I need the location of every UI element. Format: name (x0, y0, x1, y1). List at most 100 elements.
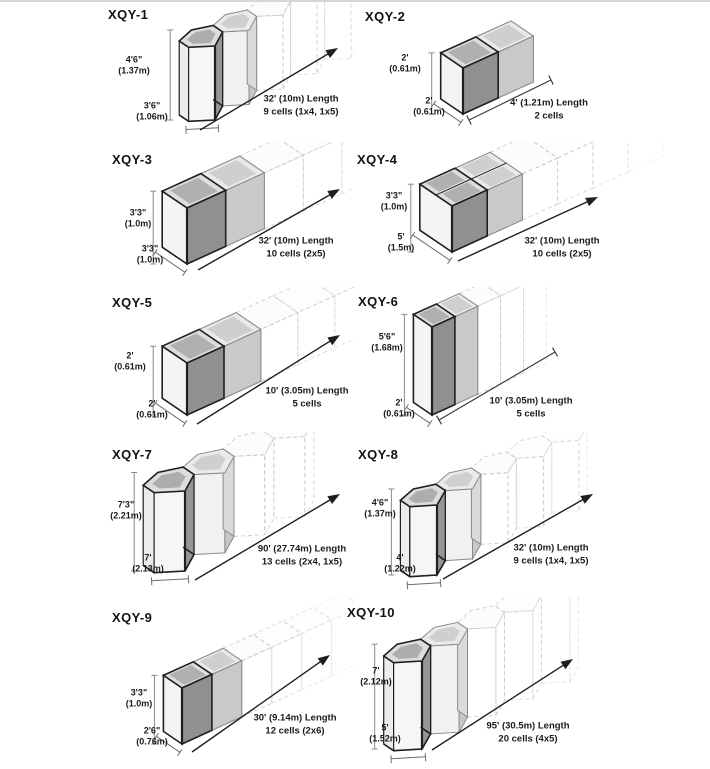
length-arrow (194, 494, 340, 581)
product-title: XQY-5 (112, 295, 153, 310)
isometric-drawing (388, 432, 593, 590)
product-panel: XQY-7 7'3" (2.21m) 7' (2.13m) 90' (27.74… (0, 432, 355, 597)
product-panel: XQY-2 2' (0.61m) 2' (0.61m) 4' (1.21m) L… (355, 2, 710, 142)
length-cells-label: 32' (10m) Length 10 cells (2x5) (258, 234, 333, 261)
width-meters: (1.52m) (369, 733, 401, 743)
width-feet: 3'6" (143, 100, 161, 111)
height-feet: 2' (401, 52, 409, 63)
ghost-cells (246, 2, 355, 91)
length-arrow (197, 189, 340, 271)
height-feet: 5'6" (378, 331, 396, 342)
length-arrow (431, 659, 573, 751)
product-title: XQY-2 (365, 9, 406, 24)
length-text: 32' (10m) Length (263, 93, 339, 104)
isometric-drawing (131, 432, 340, 586)
height-feet: 3'3" (129, 207, 147, 218)
height-feet: 3'3" (385, 190, 403, 201)
isometric-drawing (150, 287, 355, 428)
ghost-cells (238, 142, 355, 230)
height-feet: 7'3" (117, 499, 135, 510)
height-meters: (2.12m) (360, 676, 392, 686)
width-meters: (1.06m) (136, 111, 168, 121)
width-feet: 2' (148, 398, 156, 409)
isometric-drawing (428, 20, 554, 127)
isometric-drawing (150, 142, 355, 277)
length-arrow (442, 494, 593, 580)
length-arrow (457, 197, 598, 262)
length-text: 32' (10m) Length (524, 235, 600, 246)
dimension-lines (150, 190, 188, 277)
width-dimension-label: 7' (2.13m) (132, 553, 164, 574)
dimension-lines (388, 488, 442, 590)
length-dim-line (435, 347, 559, 425)
cells-text: 2 cells (534, 110, 564, 122)
front-cell (411, 303, 457, 417)
width-feet: 5' (381, 722, 389, 733)
length-arrow (191, 655, 330, 753)
width-dimension-label: 4' (1.22m) (384, 553, 416, 574)
height-meters: (0.61m) (114, 361, 146, 371)
ghost-cells (470, 432, 588, 545)
height-feet: 2' (126, 350, 134, 361)
cells-text: 13 cells (2x4, 1x5) (261, 556, 343, 568)
length-cells-label: 95' (30.5m) Length 20 cells (4x5) (486, 719, 569, 746)
product-panel: XQY-10 7' (2.12m) 5' (1.52m) 95' (30.5m)… (347, 597, 710, 769)
product-panel: XQY-8 4'6" (1.37m) 4' (1.22m) 32' (10m) … (355, 432, 710, 597)
height-dimension-label: 7'3" (2.21m) (110, 500, 142, 521)
height-dimension-label: 2' (0.61m) (389, 53, 421, 74)
height-dimension-label: 4'6" (1.37m) (364, 498, 396, 519)
height-dimension-label: 2' (0.61m) (114, 351, 146, 372)
height-dimension-label: 5'6" (1.68m) (371, 332, 403, 353)
front-cell (439, 35, 500, 116)
height-meters: (1.37m) (364, 508, 396, 518)
rear-cell (192, 647, 243, 732)
height-meters: (2.21m) (110, 510, 142, 520)
width-dimension-label: 2' (0.61m) (383, 398, 415, 419)
height-meters: (1.37m) (118, 65, 150, 75)
length-cells-label: 32' (10m) Length 10 cells (2x5) (524, 234, 599, 261)
length-cells-label: 90' (27.74m) Length 13 cells (2x4, 1x5) (258, 542, 346, 569)
isometric-drawing (167, 2, 355, 134)
width-meters: (2.13m) (132, 563, 164, 573)
length-text: 30' (9.14m) Length (253, 712, 337, 723)
dimension-lines (150, 345, 188, 428)
length-arrow (199, 48, 338, 131)
width-meters: (1.0m) (136, 254, 164, 264)
cells-text: 10 cells (2x5) (532, 248, 592, 260)
height-meters: (1.0m) (380, 201, 408, 211)
length-cells-label: 32' (10m) Length 9 cells (1x4, 1x5) (513, 541, 588, 568)
isometric-drawing (407, 142, 664, 265)
height-dimension-label: 3'3" (1.0m) (126, 688, 153, 709)
height-feet: 3'3" (130, 687, 148, 698)
dimension-lines (131, 472, 190, 586)
length-text: 32' (10m) Length (513, 542, 589, 553)
length-cells-label: 4' (1.21m) Length 2 cells (510, 96, 588, 123)
cells-text: 20 cells (4x5) (498, 733, 558, 745)
width-dimension-label: 5' (1.5m) (388, 232, 415, 253)
cells-text: 10 cells (2x5) (266, 248, 326, 260)
width-dimension-label: 5' (1.52m) (369, 723, 401, 744)
length-text: 10' (3.05m) Length (265, 385, 349, 396)
ghost-cells (235, 287, 355, 383)
length-text: 95' (30.5m) Length (486, 720, 570, 731)
ghost-cells (456, 597, 579, 718)
height-dimension-label: 3'3" (1.0m) (125, 208, 152, 229)
product-title: XQY-6 (358, 294, 399, 309)
width-meters: (0.76m) (136, 736, 168, 746)
dimension-lines (371, 643, 427, 764)
width-meters: (0.61m) (413, 106, 445, 116)
cells-text: 12 cells (2x6) (265, 725, 325, 737)
product-panel: XQY-9 3'3" (1.0m) 2'6" (0.76m) 30' (9.14… (0, 597, 355, 769)
height-feet: 4'6" (371, 497, 389, 508)
cells-text: 5 cells (292, 398, 322, 410)
cells-text: 5 cells (516, 408, 546, 420)
front-cell (418, 162, 507, 254)
product-title: XQY-9 (112, 610, 153, 625)
front-cell (399, 483, 447, 578)
width-feet: 2' (425, 95, 433, 106)
cells-text: 9 cells (1x4, 1x5) (513, 555, 589, 567)
front-cell (161, 660, 214, 746)
width-dimension-label: 2' (0.61m) (136, 399, 168, 420)
height-meters: (1.68m) (371, 342, 403, 352)
